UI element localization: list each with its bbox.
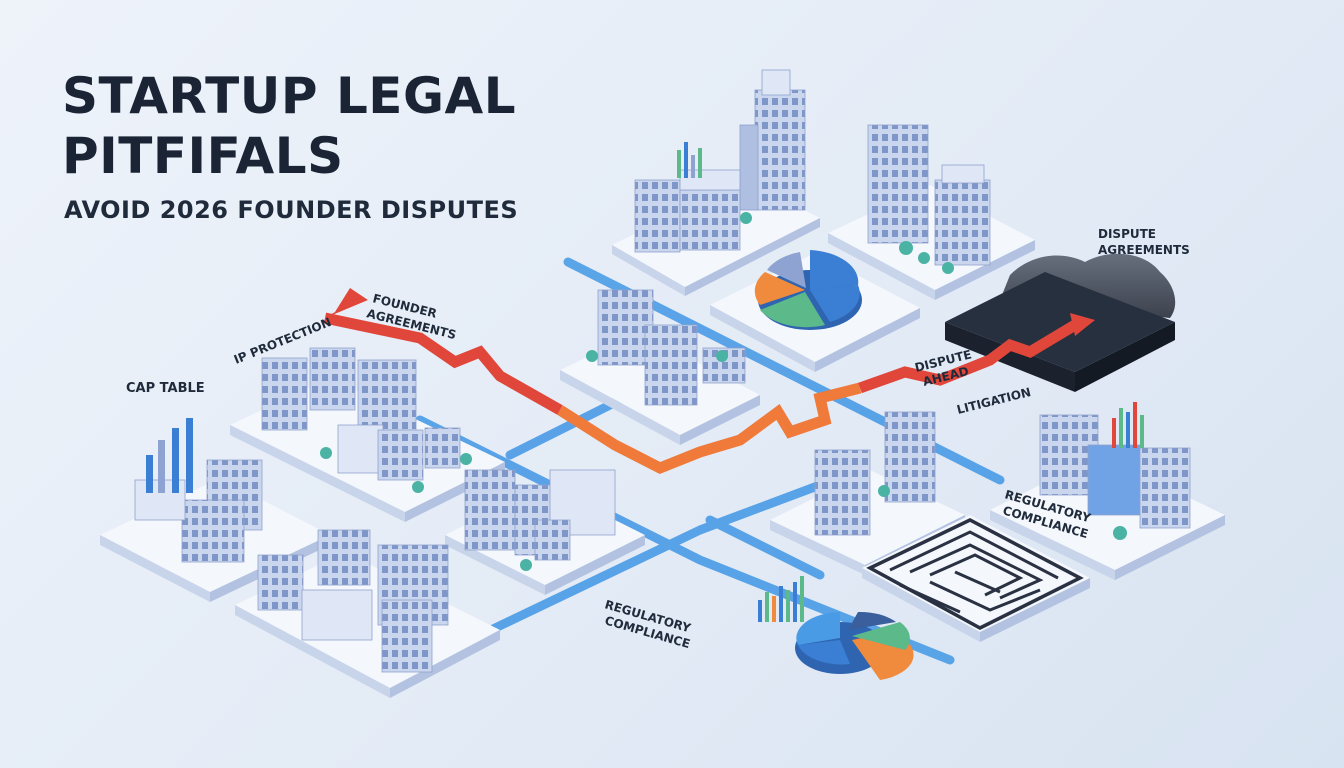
bar-chart-top	[677, 142, 702, 178]
road-segment	[465, 465, 865, 645]
tree	[520, 559, 532, 571]
tree	[942, 262, 954, 274]
building-bottom-left	[257, 529, 449, 673]
path-arrow-head	[1070, 313, 1095, 336]
path-red-end	[858, 320, 1078, 394]
maze	[866, 518, 1084, 630]
road-segment	[505, 395, 625, 460]
tree	[586, 350, 598, 362]
bar-chart-bottom	[758, 576, 804, 622]
tree	[412, 481, 424, 493]
building-cap-table	[134, 459, 263, 563]
label-dispute-agreements-2: AGREEMENTS	[1098, 243, 1190, 257]
bar-chart-cap-table	[146, 418, 193, 493]
building-tower-tall	[739, 69, 806, 211]
tree	[899, 241, 913, 255]
pie-chart-top	[754, 250, 862, 330]
building-top-right	[867, 124, 991, 266]
road-segment	[563, 257, 1005, 485]
page-subtitle: AVOID 2026 FOUNDER DISPUTES	[64, 196, 519, 224]
label-cap-table: CAP TABLE	[126, 381, 205, 396]
path-red-segment	[323, 312, 563, 415]
dispute-block-left	[945, 322, 1075, 392]
bar-chart-right	[1112, 402, 1144, 448]
tree	[320, 447, 332, 459]
road-segment	[705, 515, 825, 580]
tree	[878, 485, 890, 497]
building-center-right	[814, 411, 936, 536]
dispute-path	[323, 288, 1095, 475]
page-title: STARTUP LEGAL PITFIFALS	[62, 66, 516, 186]
tree	[1113, 526, 1127, 540]
path-orange-segment	[557, 382, 862, 475]
tree	[918, 252, 930, 264]
buildings	[134, 69, 1191, 673]
title-line-1: STARTUP LEGAL	[62, 67, 517, 125]
tree	[740, 212, 752, 224]
path-arrow-tail	[325, 288, 368, 318]
label-dispute-agreements-1: DISPUTE	[1098, 227, 1156, 241]
building-center	[597, 289, 746, 406]
dispute-zone	[945, 253, 1176, 392]
pie-chart-bottom	[795, 611, 914, 680]
tree	[460, 453, 472, 465]
building-center-left	[464, 469, 616, 561]
label-litigation: LITIGATION	[955, 385, 1032, 417]
building-office	[634, 169, 741, 253]
building-ip-protection	[261, 347, 461, 481]
trees	[320, 212, 1127, 571]
tree	[716, 350, 728, 362]
dispute-block-top	[945, 272, 1175, 372]
building-regulatory-right	[1039, 414, 1191, 529]
title-line-2: PITFIFALS	[62, 127, 344, 185]
dispute-block-right	[1075, 322, 1175, 392]
